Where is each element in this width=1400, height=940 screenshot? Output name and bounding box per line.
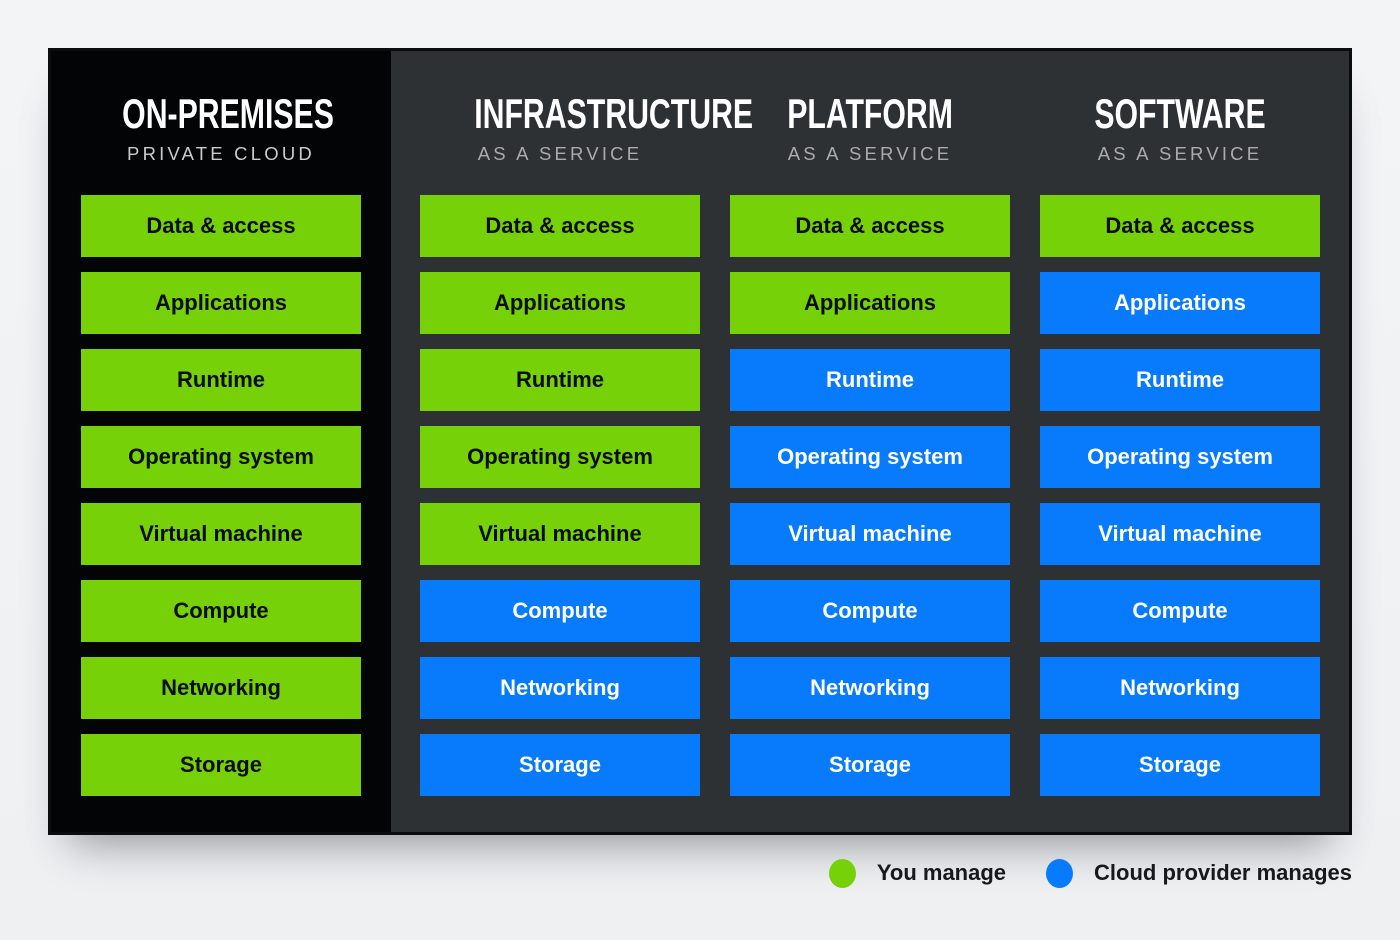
legend-label: You manage — [876, 860, 1007, 885]
layer-applications: Applications — [730, 272, 1010, 334]
layer-storage: Storage — [730, 734, 1010, 796]
column-header: SOFTWARE AS A SERVICE — [1040, 90, 1320, 167]
column-title: ON-PREMISES — [122, 90, 334, 137]
layer-networking: Networking — [730, 657, 1010, 719]
layer-runtime: Runtime — [420, 349, 700, 411]
layer-operating-system: Operating system — [420, 426, 700, 488]
layer-runtime: Runtime — [81, 349, 361, 411]
column-header: ON-PREMISES PRIVATE CLOUD — [81, 90, 361, 167]
layer-runtime: Runtime — [730, 349, 1010, 411]
layer-applications: Applications — [81, 272, 361, 334]
column-header: PLATFORM AS A SERVICE — [730, 90, 1010, 167]
layer-applications: Applications — [1040, 272, 1320, 334]
layer-virtual-machine: Virtual machine — [1040, 503, 1320, 565]
column-title: PLATFORM — [787, 90, 953, 137]
column-subtitle: AS A SERVICE — [1097, 143, 1263, 165]
layer-storage: Storage — [420, 734, 700, 796]
layer-virtual-machine: Virtual machine — [420, 503, 700, 565]
layer-compute: Compute — [420, 580, 700, 642]
layer-operating-system: Operating system — [81, 426, 361, 488]
column-subtitle: AS A SERVICE — [787, 143, 953, 165]
legend-label: Cloud provider manages — [1094, 860, 1352, 885]
column-title: SOFTWARE — [1094, 90, 1266, 137]
layer-data-access: Data & access — [1040, 195, 1320, 257]
layer-data-access: Data & access — [420, 195, 700, 257]
column-title: INFRASTRUCTURE — [474, 90, 754, 137]
layer-storage: Storage — [1040, 734, 1320, 796]
layer-virtual-machine: Virtual machine — [81, 503, 361, 565]
layer-operating-system: Operating system — [730, 426, 1010, 488]
layer-operating-system: Operating system — [1040, 426, 1320, 488]
layer-runtime: Runtime — [1040, 349, 1320, 411]
legend-item-cloud-provider-manages: Cloud provider manages — [1046, 858, 1352, 888]
legend-item-you-manage: You manage — [828, 858, 1007, 888]
layer-compute: Compute — [1040, 580, 1320, 642]
legend: You manage Cloud provider manages — [828, 851, 1352, 895]
layer-storage: Storage — [81, 734, 361, 796]
layer-compute: Compute — [730, 580, 1010, 642]
green-dot-icon — [828, 858, 856, 888]
column-subtitle: PRIVATE CLOUD — [127, 143, 315, 165]
column-subtitle: AS A SERVICE — [477, 143, 643, 165]
layer-networking: Networking — [420, 657, 700, 719]
column-header: INFRASTRUCTURE AS A SERVICE — [420, 91, 753, 167]
layer-data-access: Data & access — [730, 195, 1010, 257]
layer-data-access: Data & access — [81, 195, 361, 257]
blue-dot-icon — [1046, 858, 1074, 888]
layer-networking: Networking — [1040, 657, 1320, 719]
layer-compute: Compute — [81, 580, 361, 642]
layer-networking: Networking — [81, 657, 361, 719]
layer-virtual-machine: Virtual machine — [730, 503, 1010, 565]
layer-applications: Applications — [420, 272, 700, 334]
